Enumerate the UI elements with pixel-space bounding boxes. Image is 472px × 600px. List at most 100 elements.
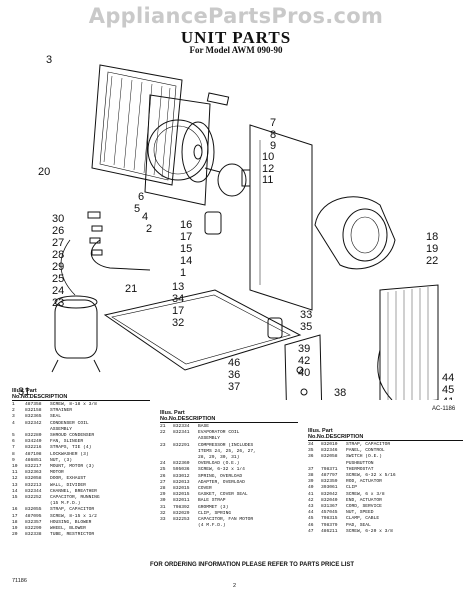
part-description: CHANNEL, BREATHER <box>50 488 97 494</box>
part-description: CAPACITOR, RUNNING <box>50 495 100 501</box>
part-description: MOUNT, MOTOR (3) <box>50 464 95 470</box>
exploded-parts-diagram: 3 7 8 9 10 12 11 20 6 5 4 2 16 17 15 14 … <box>18 55 454 400</box>
part-illus-no: 45 <box>308 516 314 522</box>
callout-10: 10 <box>262 151 274 163</box>
part-description: (4 M.F.D.) <box>198 523 226 529</box>
col-part: No. <box>168 416 178 422</box>
part-illus-no: 37 <box>308 466 314 472</box>
part-number: 832217 <box>25 464 42 470</box>
part-number: 834240 <box>25 439 42 445</box>
part-illus-no: 47 <box>308 528 314 534</box>
part-illus-no: 9 <box>12 457 15 463</box>
part-illus-no: 27 <box>160 479 166 485</box>
part-illus-no: 31 <box>160 504 166 510</box>
diagram-code: AC-1186 <box>432 406 456 412</box>
callout-14: 14 <box>180 255 192 267</box>
part-number: 831367 <box>321 504 338 510</box>
part-illus-no: 10 <box>12 464 18 470</box>
part-illus-no: 41 <box>308 491 314 497</box>
part-description: (15 M.F.D.) <box>50 501 81 507</box>
part-description: CLAMP, CABLE <box>346 516 380 522</box>
part-description: PANEL, CONTROL <box>346 448 385 454</box>
table-1-illus-header: Illus. Part <box>12 388 37 394</box>
part-illus-no: 29 <box>160 492 166 498</box>
part-illus-no: 42 <box>308 497 314 503</box>
col-no: No. <box>160 416 169 422</box>
part-description: ASSEMBLY <box>50 426 73 432</box>
col-part: No. <box>316 434 326 440</box>
exhaust-door <box>206 92 230 106</box>
callout-26: 26 <box>52 225 64 237</box>
callout-8: 8 <box>270 129 276 141</box>
callout-22: 22 <box>426 255 438 267</box>
service-cord <box>377 349 393 400</box>
callout-30: 30 <box>52 213 64 225</box>
callout-41: 41 <box>442 396 454 400</box>
part-description: COVER <box>198 486 212 492</box>
part-number: 832334 <box>173 424 190 429</box>
col-desc: DESCRIPTION <box>325 434 364 440</box>
part-number: 832013 <box>173 479 190 485</box>
part-illus-no: 40 <box>308 485 314 491</box>
part-number: 486851 <box>25 457 42 463</box>
callout-23: 23 <box>52 297 64 309</box>
part-illus-no: 32 <box>160 510 166 516</box>
callout-13: 13 <box>172 281 184 293</box>
part-number: 832341 <box>173 430 190 436</box>
blower-housing <box>314 196 396 270</box>
callout-44: 44 <box>442 372 454 384</box>
callout-1: 1 <box>180 267 186 279</box>
part-number: 595036 <box>173 467 190 473</box>
base-pan <box>103 289 302 371</box>
part-illus-no: 1 <box>12 402 15 407</box>
part-description: BASE <box>198 424 210 429</box>
strap-part <box>87 211 101 219</box>
part-illus-no: 3 <box>12 414 15 420</box>
part-description: SPRING, OVERLOAD <box>198 473 243 479</box>
part-number: 832338 <box>25 532 42 538</box>
part-description: 28, 29, 30, 31) <box>198 455 240 461</box>
part-number: 832158 <box>25 408 42 414</box>
part-description: GASKET, COVER SEAL <box>198 492 248 498</box>
callout-12: 12 <box>262 163 274 175</box>
spring-part <box>91 225 103 232</box>
part-number: 832216 <box>25 445 42 451</box>
part-illus-no: 44 <box>308 510 314 516</box>
callout-16: 16 <box>180 219 192 231</box>
part-description: EVAPORATOR COIL <box>198 430 240 436</box>
table-1-column-header: No.No.DESCRIPTION <box>12 394 150 401</box>
part-number: 833012 <box>173 473 190 479</box>
part-illus-no: 12 <box>12 476 18 482</box>
part-illus-no: 20 <box>12 532 18 538</box>
part-illus-no: 43 <box>308 504 314 510</box>
part-number: 832253 <box>173 517 190 523</box>
part-description: PAD, SEAL <box>346 522 371 528</box>
part-description: WHEEL, BLOWER <box>50 526 86 532</box>
part-description: STRAINER <box>50 408 73 414</box>
part-illus-no: 15 <box>12 495 18 501</box>
part-illus-no: 11 <box>12 470 18 476</box>
part-illus-no: 33 <box>160 517 166 523</box>
callout-2: 2 <box>146 223 152 235</box>
callout-45: 45 <box>442 384 454 396</box>
part-description: LOCKWASHER (3) <box>50 451 89 457</box>
part-illus-no: 24 <box>160 461 166 467</box>
